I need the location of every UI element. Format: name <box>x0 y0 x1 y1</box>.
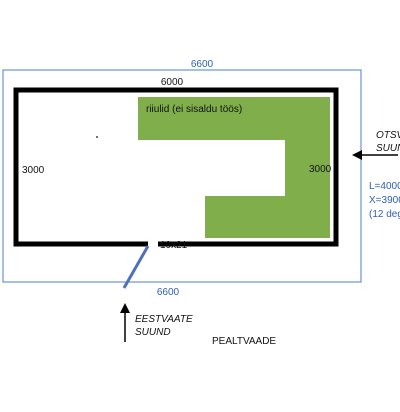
side-param-angle: (12 deg) <box>369 209 400 220</box>
outer-outline <box>2 69 362 283</box>
right-dimension-label: 3000 <box>309 164 332 175</box>
door-leaf <box>122 245 150 289</box>
side-direction-label-1: OTSV <box>376 130 400 141</box>
shelves-label: riiulid (ei sisaldu töös) <box>146 104 242 115</box>
outer-width-bottom-label: 6600 <box>157 287 180 298</box>
front-direction-label-1: EESTVAATE <box>135 314 193 325</box>
outer-width-top-label: 6600 <box>191 59 214 70</box>
front-direction-label-2: SUUND <box>135 327 171 338</box>
side-direction-label-2: SUUN <box>376 143 400 154</box>
center-dot <box>96 136 98 138</box>
room-walls <box>13 87 339 247</box>
left-dimension-label: 3000 <box>22 165 45 176</box>
front-direction-arrow <box>120 303 130 342</box>
side-direction-arrow <box>352 150 398 160</box>
door-size-label: 10x21 <box>160 240 188 251</box>
view-title: PEALTVAADE <box>212 336 276 347</box>
room-width-label: 6000 <box>161 77 184 88</box>
side-param-x: X=3900 <box>369 195 400 206</box>
shelves-area <box>138 97 330 238</box>
side-param-length: L=4000 <box>369 181 400 192</box>
